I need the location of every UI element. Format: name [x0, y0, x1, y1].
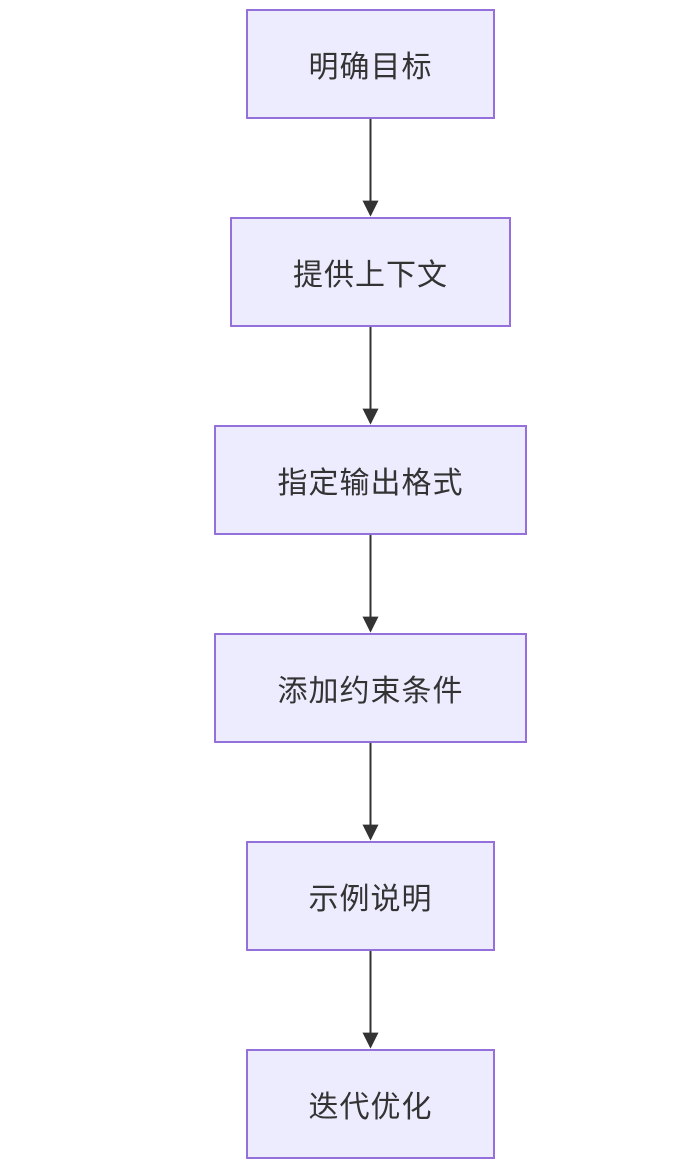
node-label: 示例说明 [308, 882, 433, 917]
node-label: 提供上下文 [293, 258, 448, 293]
flow-node-provide-context: 提供上下文 [230, 217, 511, 327]
node-label: 添加约束条件 [277, 674, 464, 709]
flow-node-add-constraints: 添加约束条件 [214, 633, 527, 743]
flow-node-clarify-goal: 明确目标 [246, 9, 495, 119]
flow-node-specify-output-format: 指定输出格式 [214, 425, 527, 535]
node-label: 明确目标 [308, 50, 433, 85]
node-label: 指定输出格式 [277, 466, 464, 501]
node-label: 迭代优化 [308, 1090, 433, 1125]
flow-node-iterate: 迭代优化 [246, 1049, 495, 1159]
flow-node-examples: 示例说明 [246, 841, 495, 951]
